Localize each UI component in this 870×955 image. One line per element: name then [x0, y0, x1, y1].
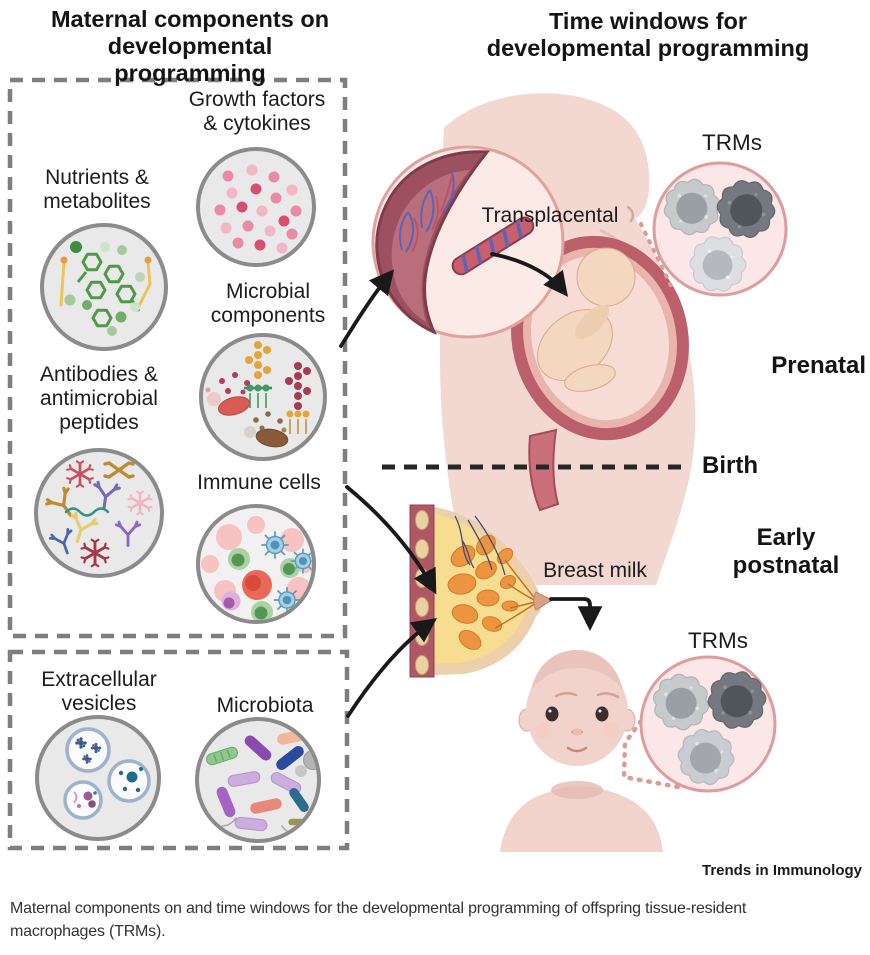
- label-trms-postnatal: TRMs: [688, 628, 748, 653]
- baby-eyes-icon: [545, 706, 609, 722]
- trm-circle-postnatal: [621, 655, 777, 793]
- microbial-components-circle: [199, 333, 327, 461]
- arrow-to-breast-lower: [346, 618, 438, 718]
- label-prenatal: Prenatal: [771, 352, 866, 379]
- figure-caption: Maternal components on and time windows …: [10, 900, 747, 941]
- cytokine-dots-icon: [214, 164, 302, 254]
- microbiota-circle: [195, 717, 321, 843]
- extracellular-vesicles-circle: [35, 715, 161, 841]
- immune-cells-icon: [201, 516, 312, 620]
- nipple-icon: [533, 591, 554, 611]
- maternal-components-box: [7, 77, 348, 639]
- trm-circle-prenatal: [639, 161, 788, 299]
- arrow-transplacental-to-fetus: [490, 252, 569, 297]
- label-antibodies: Antibodies & antimicrobial peptides: [40, 363, 158, 434]
- cervix-illustration: [528, 428, 560, 512]
- label-birth: Birth: [702, 452, 758, 479]
- lps-chain-icon-2: [285, 362, 311, 434]
- lps-chain-icon: [244, 341, 272, 408]
- vesicle-icon: [63, 780, 103, 820]
- vesicle-icon: [65, 727, 111, 773]
- label-trms-prenatal: TRMs: [702, 130, 762, 155]
- antibodies-circle: [34, 448, 164, 578]
- label-microbiota: Microbiota: [216, 694, 314, 717]
- baby-illustration: [500, 650, 663, 852]
- label-nutrients: Nutrients & metabolites: [43, 166, 151, 213]
- bacterium-red-icon: [205, 372, 251, 416]
- vesicle-icon: [107, 759, 151, 803]
- label-early-postnatal: Early postnatal: [732, 524, 840, 580]
- placenta-zoom-circle: [371, 145, 565, 339]
- dotted-connector: [621, 703, 681, 790]
- maternal-components-box-2: [7, 649, 350, 851]
- immune-cells-circle: [196, 504, 316, 624]
- bacterium-brown-icon: [244, 411, 289, 448]
- label-growth-factors: Growth factors & cytokines: [188, 88, 326, 135]
- arrow-to-breast-upper: [345, 485, 437, 595]
- label-transplacental: Transplacental: [481, 204, 619, 227]
- arrow-breastmilk-to-baby: [549, 597, 603, 631]
- nutrients-circle: [40, 223, 168, 351]
- dotted-connector: [639, 222, 674, 290]
- umbilical-cord-illustration: [451, 216, 535, 276]
- left-panel-title: Maternal components on developmental pro…: [50, 6, 330, 86]
- metabolite-molecules-icon: [59, 241, 152, 336]
- journal-attribution: Trends in Immunology: [701, 862, 862, 879]
- label-immune-cells: Immune cells: [197, 471, 321, 494]
- blood-vessels-icon: [454, 515, 506, 576]
- figure-artwork: [7, 77, 788, 852]
- growth-factors-circle: [196, 147, 316, 267]
- placenta-illustration: [375, 150, 490, 335]
- arrow-to-placenta: [339, 269, 395, 348]
- label-microbial: Microbial components: [210, 280, 326, 327]
- right-panel-title: Time windows for developmental programmi…: [486, 8, 810, 61]
- label-breast-milk: Breast milk: [543, 559, 647, 582]
- peptide-squiggle-icon: [64, 507, 110, 517]
- fetus-illustration: [536, 247, 636, 392]
- label-extracellular-vesicles: Extracellular vesicles: [41, 668, 157, 715]
- nipple-line: [626, 205, 635, 223]
